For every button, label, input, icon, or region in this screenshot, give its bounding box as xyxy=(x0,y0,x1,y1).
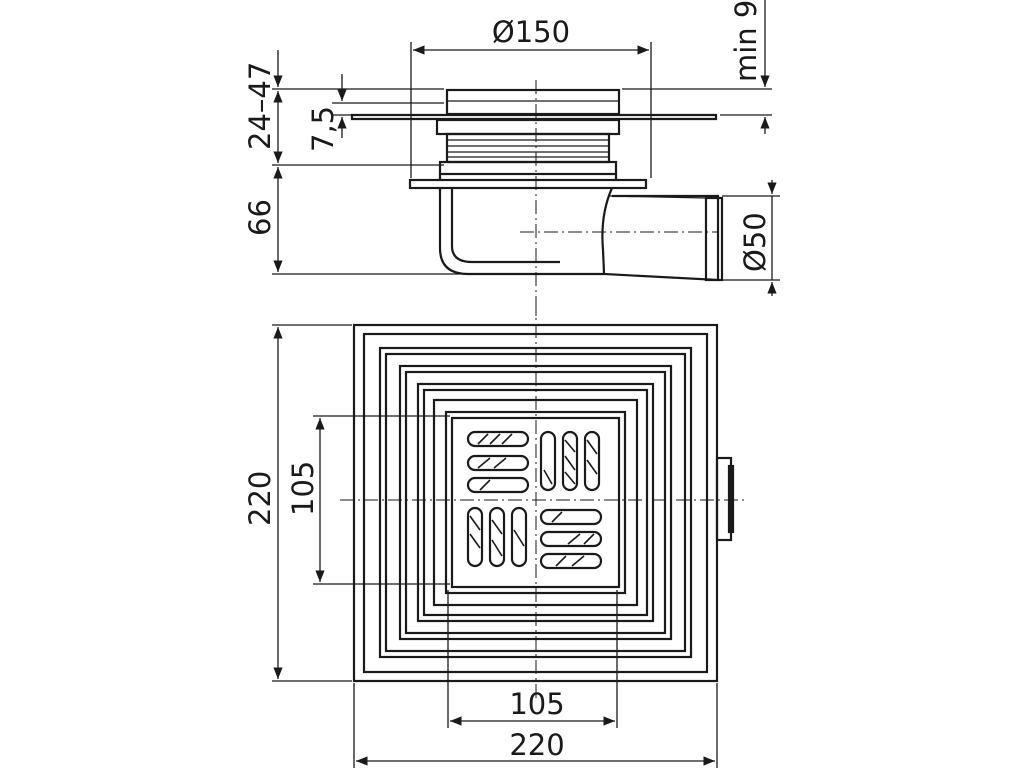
top-diameter-label: Ø150 xyxy=(492,15,570,49)
outlet-diameter-label: Ø50 xyxy=(738,212,772,272)
grate-width-label: 105 xyxy=(509,687,564,721)
grate-slots xyxy=(466,430,603,570)
height-range-label: 24–47 xyxy=(243,62,277,150)
side-view: Ø150 min 9 24–47 7,5 66 Ø50 xyxy=(243,0,780,320)
flange-height-label: 7,5 xyxy=(306,106,340,152)
body-height-label: 66 xyxy=(243,199,277,236)
min-dimension-label: min 9 xyxy=(729,0,763,82)
outer-height-label: 220 xyxy=(243,471,277,526)
outer-width-label: 220 xyxy=(509,728,564,762)
grate-height-label: 105 xyxy=(286,461,320,516)
top-view: 220 105 105 220 xyxy=(243,300,745,768)
